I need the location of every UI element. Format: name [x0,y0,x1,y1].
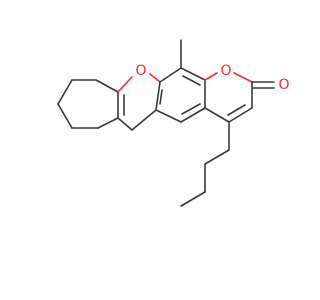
cyclohexane-ring [57,79,119,129]
bond [97,117,119,129]
bond [149,73,161,83]
bond [155,109,182,123]
bond [204,72,218,81]
bond [180,67,206,81]
pyranone-ring-oxygen-label: O [220,63,231,79]
bond [181,103,201,115]
bond [155,81,161,111]
carbonyl-oxygen-label: O [278,77,289,93]
molecule-structure: O O O [57,39,290,207]
bond [117,76,133,93]
molecule-canvas: O O O [57,39,290,207]
bond [131,109,157,131]
furan-oxygen-label: O [135,63,146,79]
bond [159,89,163,105]
bond [228,107,253,123]
bond [180,107,206,123]
bond [159,67,182,83]
bond [204,107,230,123]
bond [95,79,119,93]
bond [57,79,73,105]
butyl-chain [180,121,230,207]
furan-ring [117,73,161,131]
bond [57,103,73,129]
bond [117,117,133,131]
bond [204,149,230,165]
bond [180,191,206,207]
benzene-ring [155,67,206,123]
pyranone-ring [204,72,253,123]
bond [227,104,246,116]
bond [182,75,201,86]
bond [233,72,253,83]
